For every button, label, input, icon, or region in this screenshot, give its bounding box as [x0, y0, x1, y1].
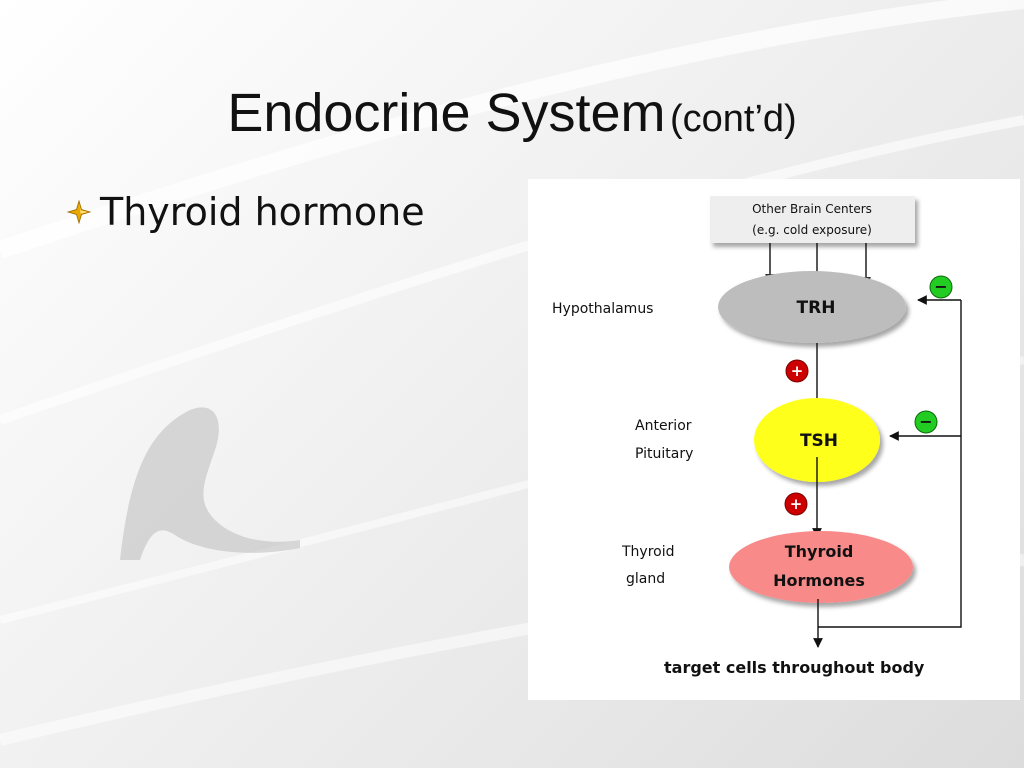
- thyroid-hormones-line2: Hormones: [773, 571, 865, 590]
- slide-title: Endocrine System (cont’d): [0, 82, 1024, 144]
- thyroid-label: Thyroid: [621, 544, 675, 560]
- other-brain-centers-box: [710, 196, 915, 243]
- stimulation-sign: +: [790, 495, 803, 513]
- trh-ellipse: [718, 271, 906, 343]
- stimulation-icon: [785, 359, 809, 383]
- title-sub: (cont’d): [669, 98, 797, 140]
- title-main: Endocrine System: [227, 83, 666, 143]
- source-box-line1: Other Brain Centers: [752, 202, 872, 216]
- tsh-ellipse: [754, 398, 880, 482]
- stimulation-icon: [784, 492, 808, 516]
- bullet-item: Thyroid hormone: [66, 190, 425, 234]
- runner-silhouette: [120, 407, 300, 560]
- inhibition-icon: [929, 275, 953, 299]
- tsh-label: TSH: [800, 431, 838, 451]
- inhibition-icon: [914, 410, 938, 434]
- thyroid-feedback-diagram: Other Brain Centers (e.g. cold exposure)…: [528, 179, 1020, 700]
- inhibition-sign: −: [919, 412, 932, 431]
- feedback-diagram-svg: Other Brain Centers (e.g. cold exposure)…: [552, 196, 962, 677]
- thyroid-hormones-line1: Thyroid: [785, 542, 854, 561]
- stimulation-sign: +: [791, 362, 804, 380]
- feedback-line: [818, 300, 962, 628]
- hypothalamus-label: Hypothalamus: [552, 301, 653, 317]
- four-point-star-icon: [66, 199, 92, 225]
- pituitary-label: Pituitary: [635, 446, 693, 462]
- source-box-line2: (e.g. cold exposure): [752, 223, 872, 237]
- gland-label: gland: [626, 571, 665, 587]
- trh-label: TRH: [797, 298, 836, 318]
- inhibition-sign: −: [934, 277, 947, 296]
- target-cells-label: target cells throughout body: [664, 658, 925, 677]
- thyroid-hormones-ellipse: [729, 531, 913, 603]
- anterior-label: Anterior: [635, 418, 692, 434]
- bullet-text: Thyroid hormone: [100, 190, 425, 234]
